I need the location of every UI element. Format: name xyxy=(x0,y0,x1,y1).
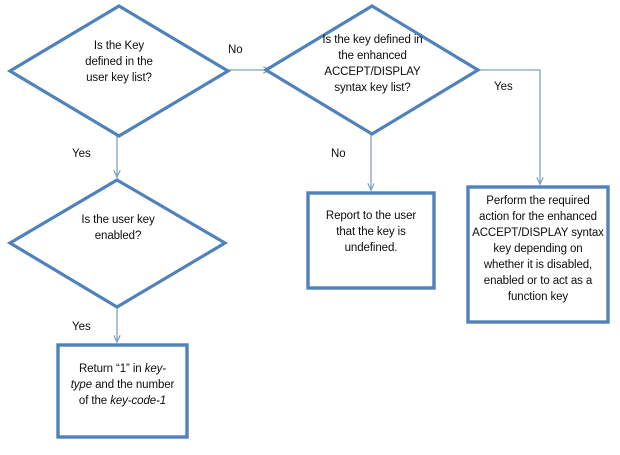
connector-d2-to-b2 xyxy=(478,69,540,184)
decision-is-key-defined-in-user-key-list[interactable] xyxy=(6,4,232,138)
edge-label-no-d1-to-d2: No xyxy=(228,44,243,56)
edge-label-yes-d1-to-d3: Yes xyxy=(72,148,91,160)
edge-label-yes-d2-to-b2: Yes xyxy=(494,81,513,93)
process-perform-required-action[interactable] xyxy=(466,185,610,324)
edge-label-yes-d3-to-b3: Yes xyxy=(72,321,91,333)
edge-label-no-d2-to-b1: No xyxy=(331,148,346,160)
decision-is-user-key-enabled[interactable] xyxy=(6,178,229,309)
process-return-key-type-and-code[interactable] xyxy=(56,343,189,439)
decision-is-key-in-enhanced-accept-display-list[interactable] xyxy=(262,4,482,136)
process-report-undefined-key[interactable] xyxy=(306,191,436,290)
